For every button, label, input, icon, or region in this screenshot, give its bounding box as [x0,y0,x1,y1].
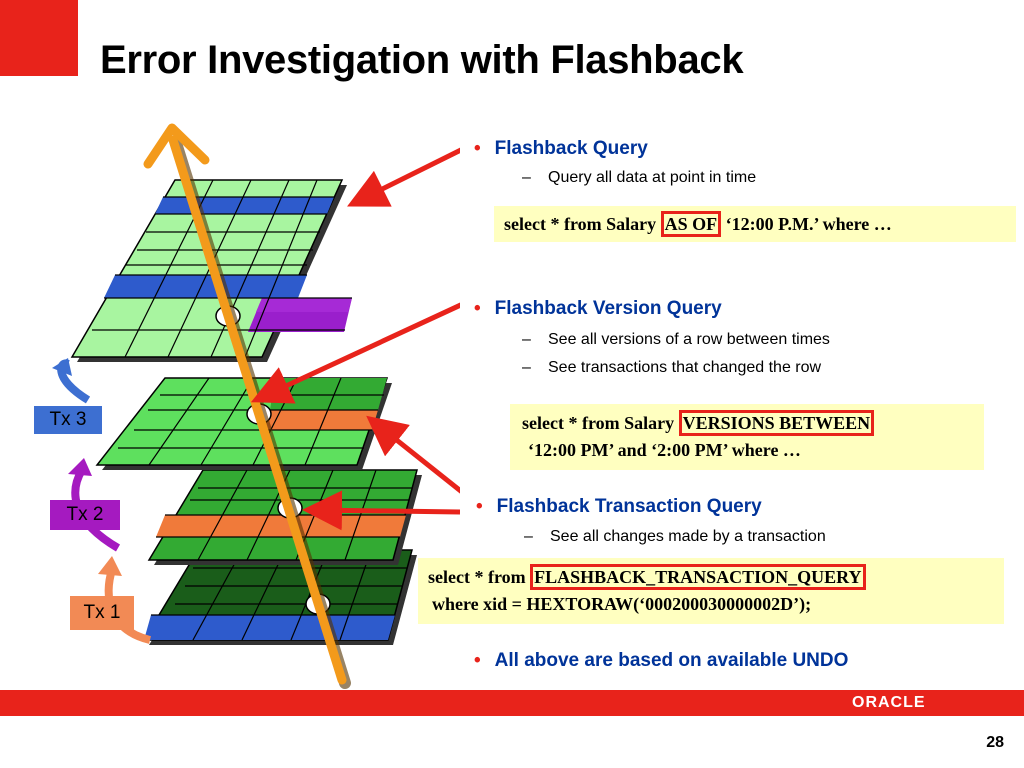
oracle-logo: ORACLE [852,694,926,711]
bullet-flashback-version-query: •Flashback Version Query [474,298,722,319]
code-transaction-query: select * from FLASHBACK_TRANSACTION_QUER… [418,558,1004,624]
sub-bullet: –See transactions that changed the row [522,359,822,376]
tx1-label: Tx 1 [70,596,134,630]
layer-tx1 [142,549,417,645]
highlight-versions-between: VERSIONS BETWEEN [678,410,875,436]
bullet-undo-note: •All above are based on available UNDO [474,650,849,671]
flashback-layers-diagram [52,123,460,689]
page-title: Error Investigation with Flashback [100,38,744,82]
tx2-label: Tx 2 [50,500,120,530]
sub-bullet: –See all changes made by a transaction [524,528,826,545]
tx3-label: Tx 3 [34,406,102,434]
bullet-flashback-query: •Flashback Query [474,138,648,159]
layer-tx3 [95,377,392,470]
highlight-as-of: AS OF [660,211,722,237]
sub-bullet: –See all versions of a row between times [522,331,830,348]
highlight-flashback-transaction-query: FLASHBACK_TRANSACTION_QUERY [530,564,866,590]
code-flashback-query: select * from Salary AS OF ‘12:00 P.M.’ … [494,206,1016,242]
code-version-query: select * from Salary VERSIONS BETWEEN ‘1… [510,404,984,470]
footer-bar [0,690,1024,716]
pointer-arrows [250,147,460,531]
time-axis-arrow [143,123,351,689]
sub-bullet: –Query all data at point in time [522,169,757,186]
brand-corner-square [0,0,78,76]
page-number: 28 [986,734,1004,751]
bullet-flashback-transaction-query: •Flashback Transaction Query [476,496,762,517]
